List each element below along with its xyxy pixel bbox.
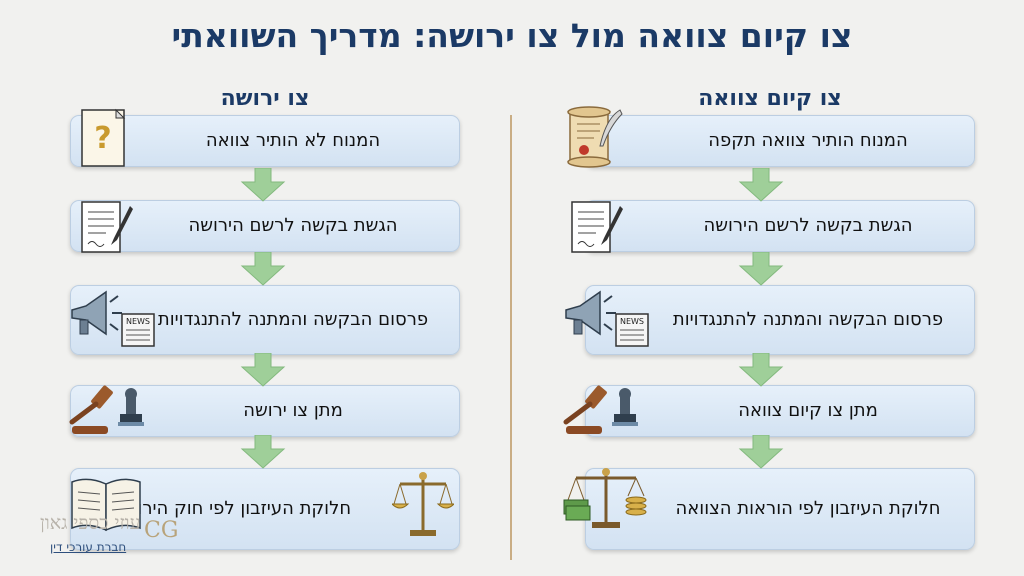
news-label: NEWS [620, 317, 644, 326]
right-arrow-3 [738, 353, 784, 387]
left-step-5-label: חלוקת העיזבון לפי חוק הירושה [112, 497, 352, 519]
logo-mark: CG [144, 518, 179, 543]
left-arrow-4 [240, 435, 286, 469]
right-step-1-label: המנוח הותיר צוואה תקפה [708, 129, 908, 151]
document-pen-icon [571, 201, 623, 253]
right-step-5-label: חלוקת העיזבון לפי הוראות הצוואה [675, 497, 941, 519]
logo-name: עוזי כספי גאון [40, 512, 141, 534]
right-arrow-1 [738, 168, 784, 202]
left-arrow-2 [240, 252, 286, 286]
scroll-quill-icon [567, 106, 623, 168]
right-step-2: הגשת בקשה לרשם הירושה [585, 200, 975, 252]
right-step-4-label: מתן צו קיום צוואה [738, 399, 878, 421]
right-step-2-label: הגשת בקשה לרשם הירושה [703, 214, 913, 236]
column-divider [510, 115, 512, 560]
right-step-3-label: פרסום הבקשה והמתנה להתנגדויות [672, 308, 944, 330]
news-label: NEWS [126, 317, 150, 326]
right-arrow-2 [738, 252, 784, 286]
document-pen-icon [81, 201, 133, 253]
logo-subtitle[interactable]: חברת עורכי דין [50, 540, 127, 554]
right-arrow-4 [738, 435, 784, 469]
left-step-3-label: פרסום הבקשה והמתנה להתנגדויות [157, 308, 429, 330]
company-logo: עוזי כספי גאון חברת עורכי דין CG [10, 512, 190, 562]
right-column-heading: צו קיום צוואה [698, 86, 842, 111]
page-title: צו קיום צוואה מול צו ירושה: מדריך השוואת… [171, 16, 853, 55]
question-document-icon: ? [81, 108, 126, 167]
right-step-3: פרסום הבקשה והמתנה להתנגדויות [585, 285, 975, 355]
left-step-1: המנוח לא הותיר צוואה [70, 115, 460, 167]
gavel-stamp-icon [563, 385, 638, 434]
left-column-heading: צו ירושה [220, 86, 310, 111]
left-arrow-1 [240, 168, 286, 202]
left-step-1-label: המנוח לא הותיר צוואה [205, 129, 381, 151]
left-arrow-3 [240, 353, 286, 387]
left-step-2-label: הגשת בקשה לרשם הירושה [188, 214, 398, 236]
scale-money-icon [563, 468, 647, 528]
question-mark: ? [94, 121, 111, 156]
megaphone-news-icon: NEWS [71, 290, 155, 347]
right-step-4: מתן צו קיום צוואה [585, 385, 975, 437]
right-step-5: חלוקת העיזבון לפי הוראות הצוואה [585, 468, 975, 550]
open-book-icon [71, 478, 141, 532]
right-step-1: המנוח הותיר צוואה תקפה [585, 115, 975, 167]
gavel-stamp-icon [69, 385, 144, 434]
left-step-4-label: מתן צו ירושה [243, 399, 343, 421]
left-step-2: הגשת בקשה לרשם הירושה [70, 200, 460, 252]
megaphone-news-icon: NEWS [565, 290, 649, 347]
justice-scale-icon [392, 472, 454, 536]
